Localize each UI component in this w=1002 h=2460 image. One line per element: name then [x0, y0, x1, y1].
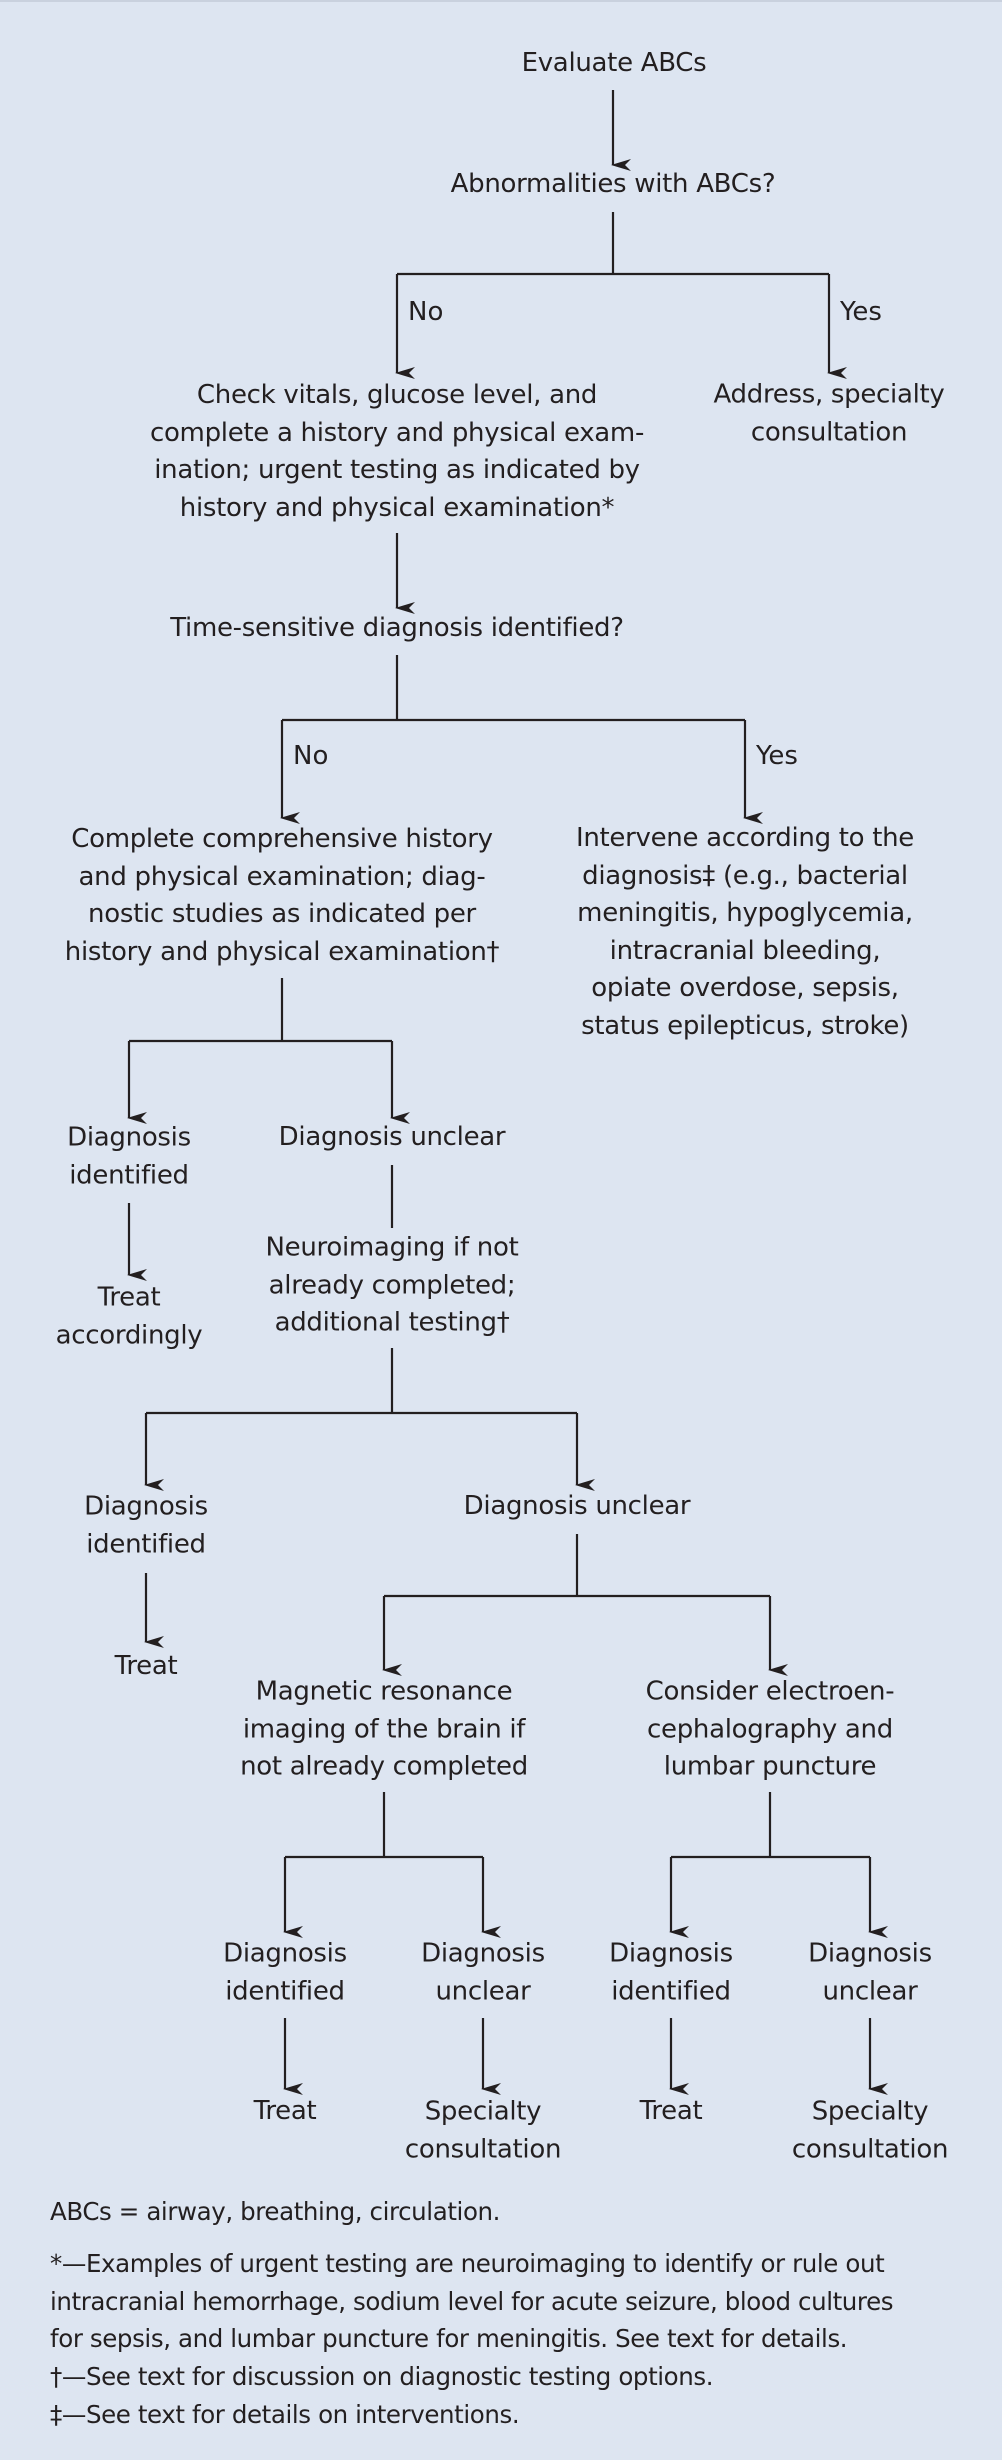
- node-treat-accordingly: Treat accordingly: [55, 1282, 203, 1350]
- branch-label-yes-1: Yes: [840, 297, 882, 327]
- branch-label-yes-2: Yes: [756, 741, 798, 771]
- node-time-sensitive-question: Time-sensitive diagnosis identified?: [170, 613, 624, 644]
- node-treat-4: Treat: [639, 2096, 703, 2127]
- node-diagnosis-identified-4: Diagnosis identified: [609, 1938, 733, 2006]
- node-specialty-consultation-4: Specialty consultation: [791, 2096, 949, 2164]
- branch-label-no-1: No: [408, 297, 444, 327]
- node-diagnosis-identified-3: Diagnosis identified: [223, 1938, 347, 2006]
- footnote-dagger: †—See text for discussion on diagnostic …: [50, 2362, 714, 2391]
- node-diagnosis-identified-1: Diagnosis identified: [67, 1122, 191, 1190]
- node-neuroimaging: Neuroimaging if not already completed; a…: [265, 1232, 519, 1338]
- node-treat-3: Treat: [253, 2096, 317, 2127]
- node-diagnosis-unclear-3: Diagnosis unclear: [421, 1938, 545, 2006]
- node-complete-comprehensive: Complete comprehensive history and physi…: [64, 823, 500, 967]
- node-mri: Magnetic resonance imaging of the brain …: [240, 1676, 528, 1782]
- footnote-double-dagger: ‡—See text for details on interventions.: [50, 2400, 520, 2429]
- node-abnormalities-question: Abnormalities with ABCs?: [450, 169, 776, 200]
- branch-label-no-2: No: [293, 741, 329, 771]
- node-address-consultation: Address, specialty consultation: [713, 379, 945, 447]
- node-diagnosis-unclear-2: Diagnosis unclear: [463, 1491, 691, 1522]
- node-evaluate-abcs: Evaluate ABCs: [521, 48, 707, 79]
- node-specialty-consultation-3: Specialty consultation: [404, 2096, 562, 2164]
- node-eeg-lumbar-puncture: Consider electroen- cephalography and lu…: [645, 1676, 895, 1782]
- node-check-vitals: Check vitals, glucose level, and complet…: [149, 379, 645, 523]
- node-intervene: Intervene according to the diagnosis‡ (e…: [575, 823, 915, 1042]
- footnote-asterisk: *—Examples of urgent testing are neuroim…: [50, 2249, 894, 2354]
- node-diagnosis-unclear-4: Diagnosis unclear: [808, 1938, 932, 2006]
- node-diagnosis-identified-2: Diagnosis identified: [84, 1491, 208, 1559]
- footnote-abbreviations: ABCs = airway, breathing, circulation.: [50, 2197, 501, 2226]
- node-treat-2: Treat: [114, 1651, 178, 1682]
- node-diagnosis-unclear-1: Diagnosis unclear: [278, 1122, 506, 1153]
- top-border: [0, 0, 1002, 2]
